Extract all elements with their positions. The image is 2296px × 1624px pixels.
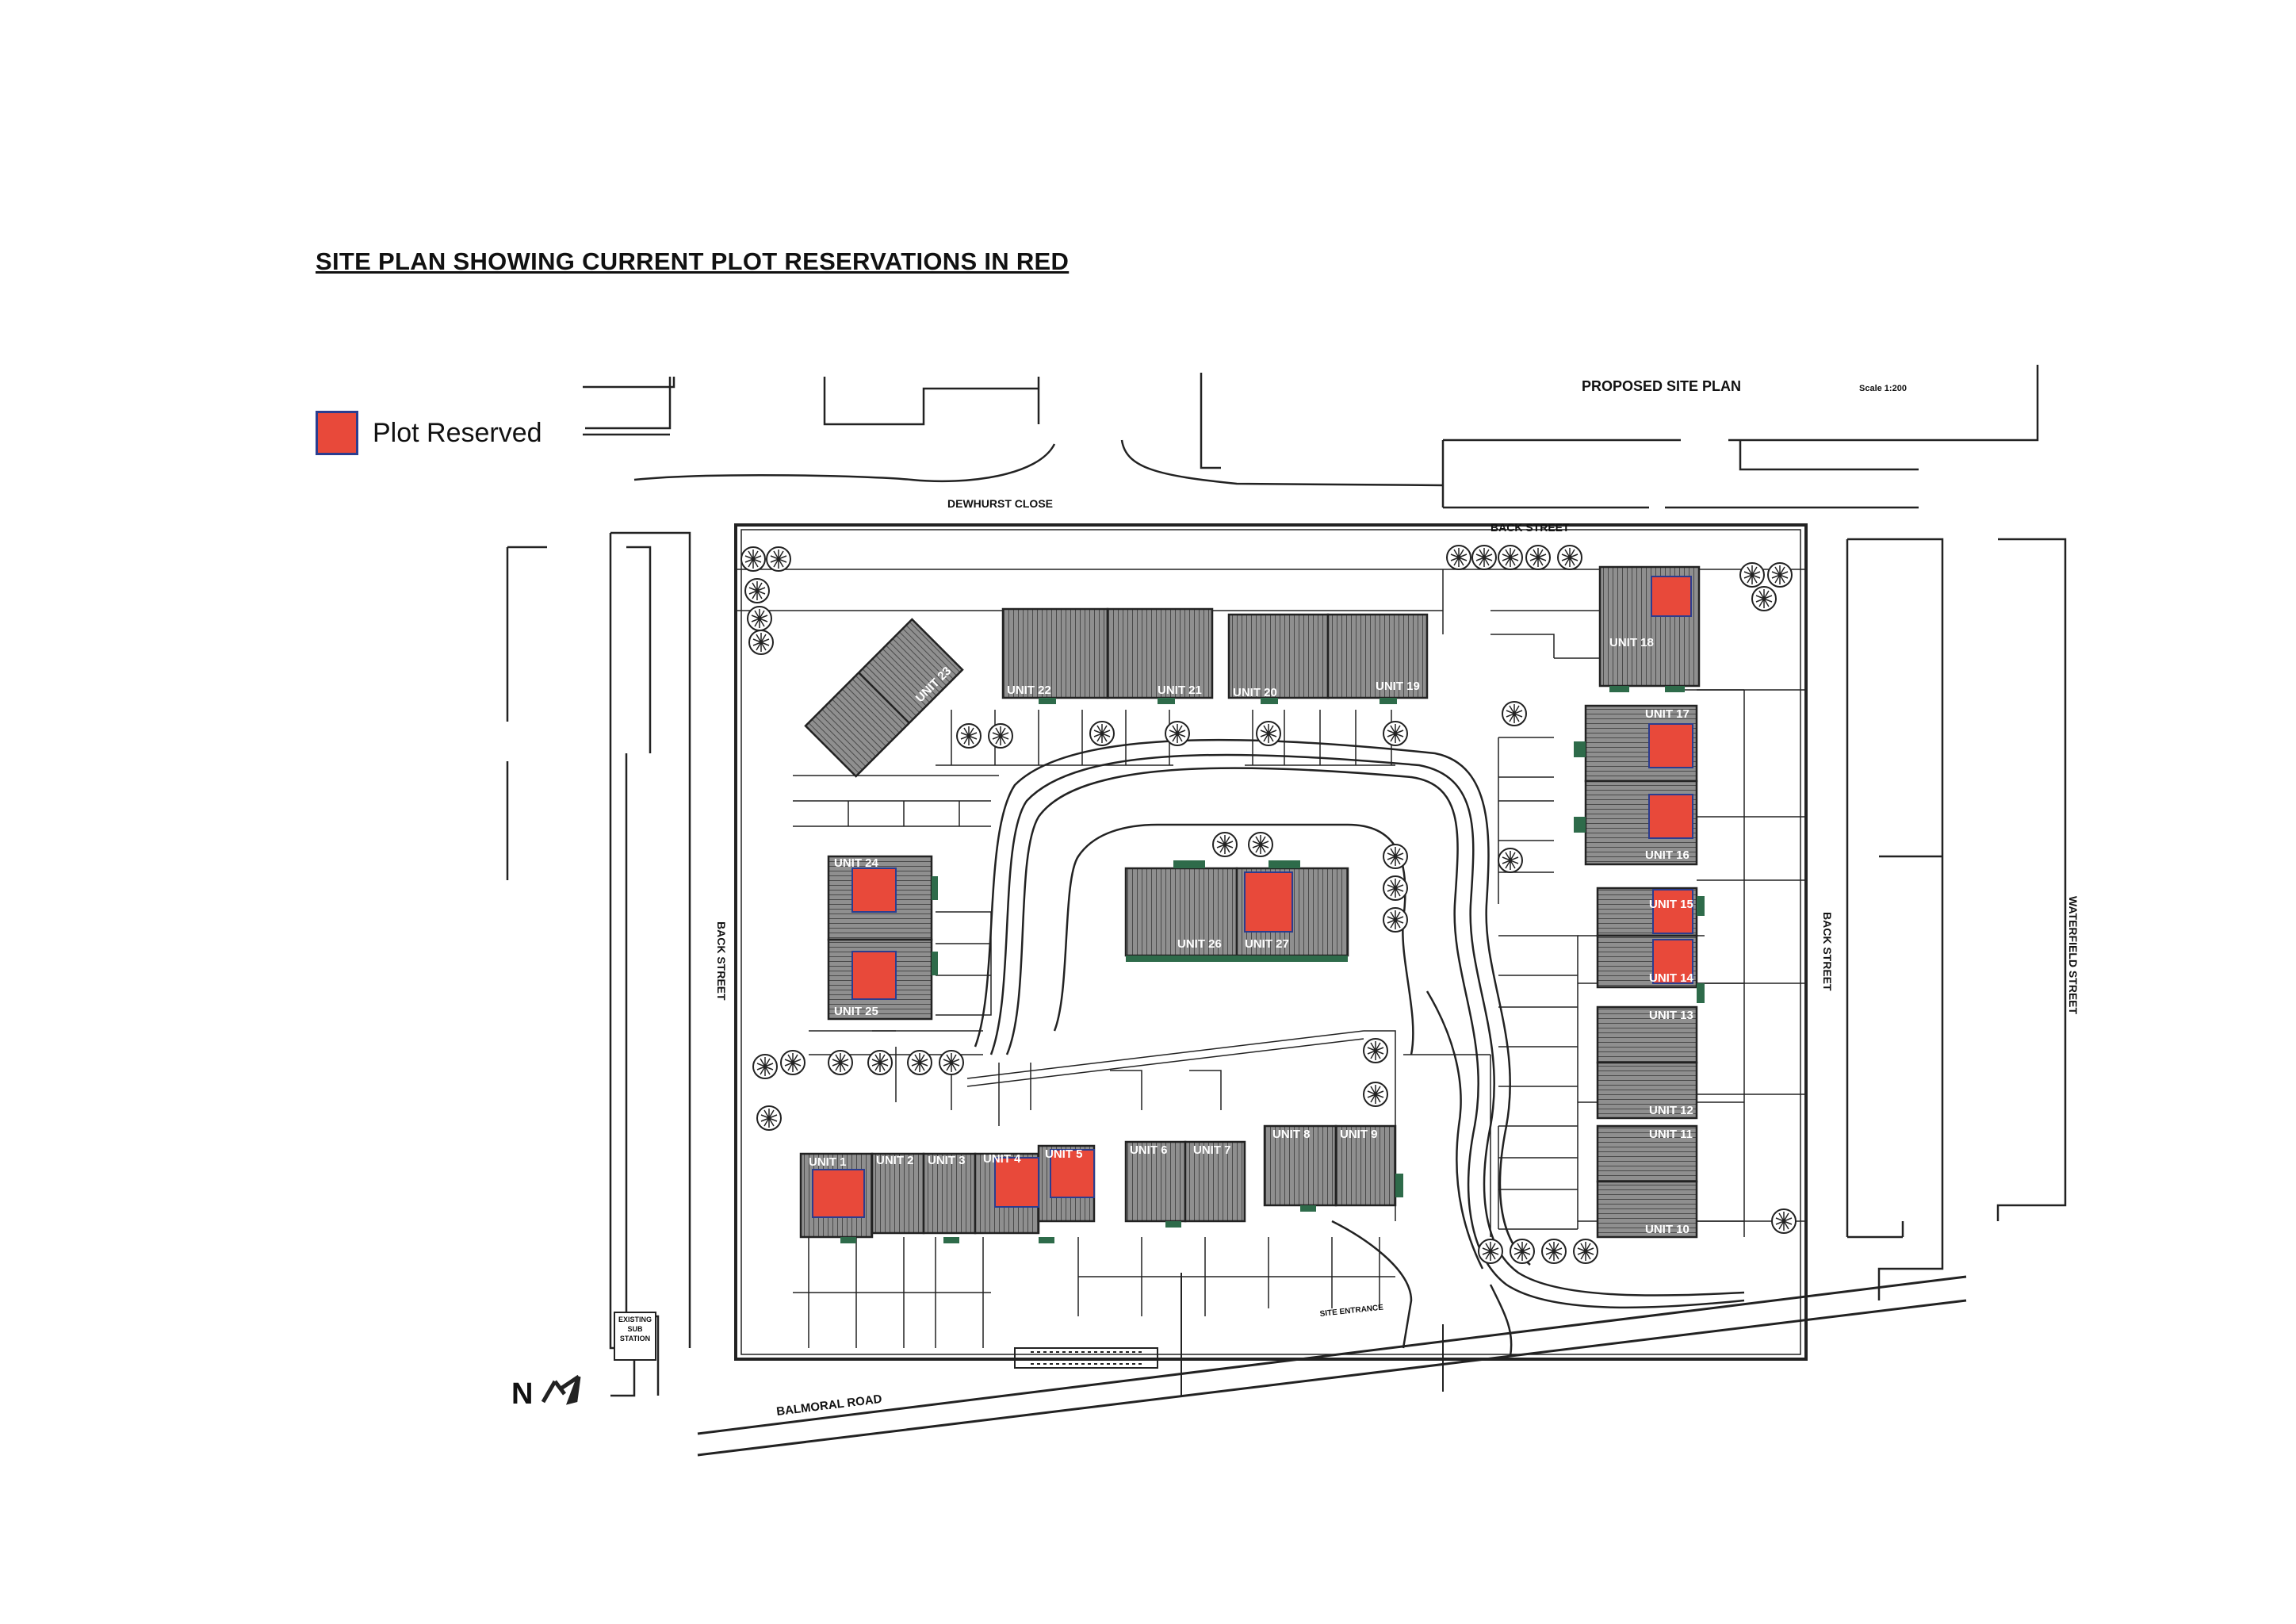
- unit-19-building: [1326, 613, 1429, 699]
- unit-18-label: UNIT 18: [1609, 636, 1654, 649]
- back-street-left-label: BACK STREET: [715, 921, 728, 1001]
- unit-25-label: UNIT 25: [834, 1005, 878, 1018]
- page-title: SITE PLAN SHOWING CURRENT PLOT RESERVATI…: [316, 247, 1070, 275]
- back-street-top-label: BACK STREET: [1490, 521, 1570, 534]
- reserved-unit-24: [851, 868, 897, 913]
- north-label: N: [511, 1377, 533, 1411]
- unit-3-label: UNIT 3: [928, 1154, 966, 1167]
- reserved-unit-25: [851, 951, 897, 1000]
- unit-26-label: UNIT 26: [1177, 937, 1222, 951]
- reserved-unit-14: [1652, 939, 1693, 984]
- unit-12-label: UNIT 12: [1649, 1104, 1693, 1117]
- unit-9-label: UNIT 9: [1340, 1128, 1378, 1141]
- unit-16-label: UNIT 16: [1645, 848, 1689, 862]
- unit-23-building: UNIT 23: [804, 618, 964, 778]
- reserved-unit-17: [1648, 723, 1693, 768]
- dewhurst-close-label: DEWHURST CLOSE: [947, 497, 1053, 510]
- unit-8-building: [1263, 1124, 1337, 1207]
- reserved-unit-4: [994, 1157, 1039, 1208]
- parking-bays: [793, 689, 1806, 1348]
- balmoral-road: [697, 1273, 1967, 1457]
- unit-7-building: [1184, 1140, 1246, 1223]
- scale-label: Scale 1:200: [1859, 384, 1907, 393]
- unit-14-label: UNIT 14: [1649, 971, 1694, 985]
- unit-10-label: UNIT 10: [1645, 1223, 1689, 1236]
- unit-6-label: UNIT 6: [1130, 1143, 1168, 1157]
- legend-reserved-swatch: [316, 411, 358, 455]
- unit-5-label: UNIT 5: [1045, 1147, 1083, 1161]
- reserved-unit-5: [1050, 1149, 1095, 1198]
- unit-labels: UNIT 22 UNIT 21 UNIT 20 UNIT 19 UNIT 18 …: [809, 636, 1694, 1236]
- waterfield-street-label: WATERFIELD STREET: [2067, 896, 2080, 1015]
- substation-label: EXISTING SUB STATION: [618, 1316, 652, 1342]
- unit-1-label: UNIT 1: [809, 1155, 847, 1169]
- north-arrow: N: [511, 1374, 581, 1411]
- legend-label: Plot Reserved: [373, 417, 542, 448]
- garden-markers: [840, 686, 1705, 1243]
- reserved-unit-18: [1651, 576, 1692, 617]
- legend: Plot Reserved: [316, 411, 542, 455]
- back-street-right-label: BACK STREET: [1821, 912, 1834, 991]
- reserved-unit-27: [1244, 871, 1293, 933]
- reserved-markers: [812, 576, 1693, 1218]
- unit-8-label: UNIT 8: [1272, 1128, 1311, 1141]
- unit-10-building: [1596, 1180, 1698, 1239]
- unit-2-label: UNIT 2: [876, 1154, 914, 1167]
- unit-12-building: [1596, 1061, 1698, 1120]
- unit-2-building: [871, 1152, 925, 1235]
- unit-21-label: UNIT 21: [1158, 684, 1202, 697]
- unit-11-label: UNIT 11: [1649, 1128, 1693, 1141]
- unit-6-building: [1124, 1140, 1187, 1223]
- unit-13-building: [1596, 1005, 1698, 1064]
- unit-17-label: UNIT 17: [1645, 707, 1689, 721]
- reserved-unit-1: [812, 1169, 865, 1218]
- unit-9-building: [1334, 1124, 1397, 1207]
- unit-4-label: UNIT 4: [983, 1152, 1021, 1166]
- site-entrance-label: SITE ENTRANCE: [1319, 1304, 1384, 1319]
- unit-15-label: UNIT 15: [1649, 898, 1693, 911]
- unit-24-label: UNIT 24: [834, 856, 879, 870]
- unit-13-label: UNIT 13: [1649, 1009, 1693, 1022]
- unit-20-label: UNIT 20: [1233, 686, 1277, 699]
- unit-27-label: UNIT 27: [1245, 937, 1289, 951]
- reserved-unit-16: [1648, 794, 1693, 839]
- unit-7-label: UNIT 7: [1193, 1143, 1231, 1157]
- proposed-site-plan-title: PROPOSED SITE PLAN: [1582, 378, 1741, 394]
- unit-19-label: UNIT 19: [1376, 680, 1420, 693]
- reserved-unit-15: [1652, 889, 1693, 934]
- balmoral-road-label: BALMORAL ROAD: [775, 1392, 882, 1419]
- existing-substation: EXISTING SUB STATION: [614, 1312, 656, 1361]
- north-arrow-icon: [541, 1374, 581, 1405]
- unit-22-label: UNIT 22: [1007, 684, 1051, 697]
